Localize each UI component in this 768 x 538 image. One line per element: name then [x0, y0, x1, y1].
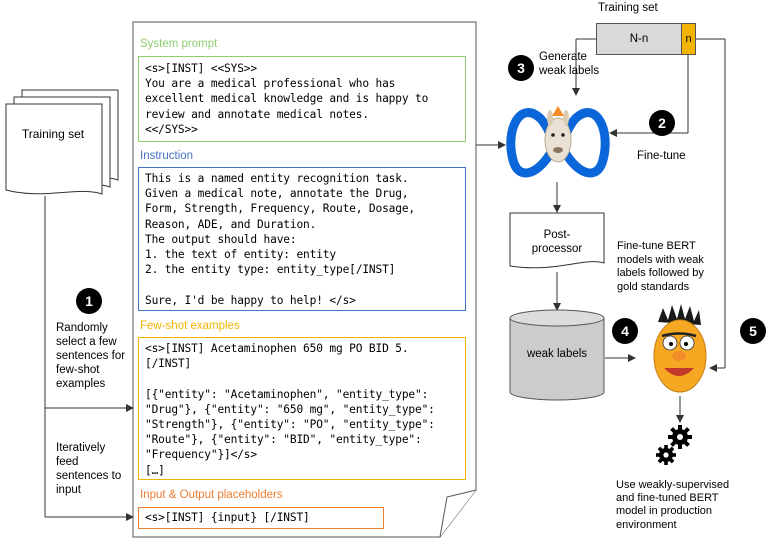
instruction-line: Form, Strength, Frequency, Route, Dosage…	[145, 202, 416, 216]
instruction-line: The output should have:	[145, 232, 297, 246]
train-split-main: N-n	[596, 23, 682, 55]
fewshot-title: Few-shot examples	[140, 320, 240, 332]
fewshot-line: "Frequency"}]</s>	[145, 448, 257, 462]
training-set-documents	[5, 89, 119, 195]
fewshot-line: "Strength"}, {"entity": "PO", "entity_ty…	[145, 418, 435, 432]
instruction-title: Instruction	[140, 150, 194, 162]
fewshot-box: <s>[INST] Acetaminophen 650 mg PO BID 5.…	[138, 337, 466, 480]
system-prompt-line: You are a medical professional who has	[145, 77, 396, 91]
system-prompt-line: <</SYS>>	[145, 122, 198, 136]
io-title: Input & Output placeholders	[140, 489, 283, 501]
instruction-box: This is a named entity recognition task.…	[138, 167, 466, 311]
gears-icon	[656, 425, 692, 465]
system-prompt-line: review and annotate medical notes.	[145, 107, 369, 121]
instruction-line: ​	[145, 277, 459, 292]
instruction-line: Reason, ADE, and Duration.	[145, 217, 317, 231]
weak-labels-cylinder	[509, 309, 605, 401]
iterative-feed-text: Iteratively feed sentences to input	[56, 442, 122, 496]
bert-finetune-text: Fine-tune BERT models with weak labels f…	[617, 240, 704, 293]
fewshot-line: […]	[145, 463, 165, 477]
step-3-text: Generate weak labels	[539, 51, 600, 77]
step-5-badge: 5	[740, 318, 766, 344]
system-prompt-line: <s>[INST] <<SYS>>	[145, 62, 257, 75]
step-1-text: Randomly select a few sentences for few-…	[56, 322, 126, 390]
fewshot-line: <s>[INST] Acetaminophen 650 mg PO BID 5.	[145, 342, 409, 355]
step-3-badge: 3	[508, 55, 534, 81]
step-2-text: Fine-tune	[637, 150, 686, 162]
production-use-text: Use weakly-supervised and fine-tuned BER…	[616, 479, 730, 531]
system-prompt-box: <s>[INST] <<SYS>> You are a medical prof…	[138, 56, 466, 142]
train-split-small: n	[681, 23, 696, 55]
instruction-line: Sure, I'd be happy to help! </s>	[145, 293, 356, 307]
fewshot-line: ​	[145, 371, 459, 386]
post-processor-label: Post- processor	[531, 229, 583, 255]
instruction-line: 1. the text of entity: entity	[145, 248, 336, 262]
system-prompt-line: excellent medical knowledge and is happy…	[145, 92, 429, 106]
io-box: <s>[INST] {input} [/INST]	[138, 507, 384, 529]
fewshot-line: [/INST]	[145, 357, 192, 371]
step-2-badge: 2	[649, 110, 675, 136]
fewshot-line: [{"entity": "Acetaminophen", "entity_typ…	[145, 387, 429, 401]
llama-icon	[506, 106, 610, 178]
instruction-line: This is a named entity recognition task.	[145, 172, 409, 185]
training-set-left-label: Training set	[21, 127, 85, 141]
system-prompt-title: System prompt	[140, 38, 218, 50]
fewshot-line: "Drug"}, {"entity": "650 mg", "entity_ty…	[145, 402, 435, 416]
step-1-badge: 1	[76, 288, 102, 314]
post-processor-shape	[509, 212, 605, 269]
fewshot-line: "Route"}, {"entity": "BID", "entity_type…	[145, 433, 422, 447]
step-4-badge: 4	[612, 318, 638, 344]
bert-icon	[653, 304, 707, 393]
weak-labels-label: weak labels	[526, 348, 588, 360]
instruction-line: Given a medical note, annotate the Drug,	[145, 187, 409, 201]
training-set-top-label: Training set	[598, 2, 658, 14]
instruction-line: 2. the entity type: entity_type[/INST]	[145, 263, 396, 277]
io-placeholder-text: <s>[INST] {input} [/INST]	[145, 511, 310, 524]
